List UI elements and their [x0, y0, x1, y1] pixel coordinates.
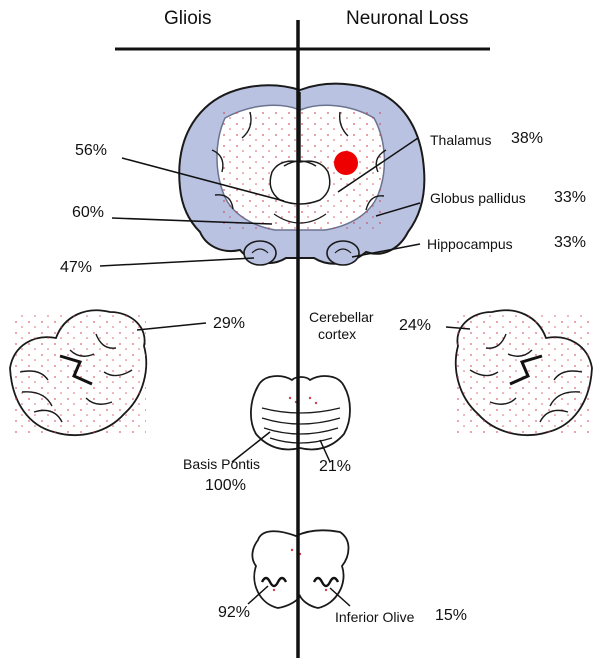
medulla-section: [251, 529, 350, 609]
cerebellar-label-line2: cortex: [318, 326, 357, 342]
neuronal-inferior-olive-value: 15%: [435, 607, 468, 624]
coronal-brain-section: [178, 82, 426, 266]
leader-lines: [99, 137, 471, 607]
gliosis-header: Gliois: [164, 8, 212, 29]
neuronal-thalamus-value: 38%: [511, 130, 544, 147]
pons-section: [250, 375, 351, 451]
neuronal-globus-pallidus-value: 33%: [554, 189, 587, 206]
gliosis-globus-pallidus-value: 60%: [72, 204, 105, 221]
cerebellar-label-line1: Cerebellar: [309, 309, 374, 325]
neuronal-loss-header: Neuronal Loss: [346, 8, 469, 29]
cerebellum-left: [9, 309, 148, 436]
globus-pallidus-label: Globus pallidus: [430, 190, 526, 206]
neuronal-hippocampus-value: 33%: [554, 234, 587, 251]
gliosis-inferior-olive-value: 92%: [218, 604, 251, 621]
thalamus-label: Thalamus: [430, 132, 492, 148]
basis-pontis-label: Basis Pontis: [183, 456, 261, 472]
gliosis-cerebellar-value: 29%: [213, 315, 246, 332]
inferior-olive-label: Inferior Olive: [335, 609, 415, 625]
hippocampus-label: Hippocampus: [427, 236, 513, 252]
gliosis-basis-pontis-value: 100%: [205, 477, 246, 494]
gliosis-thalamus-value: 56%: [75, 142, 108, 159]
thalamus-marker: [334, 151, 358, 175]
neuronal-cerebellar-value: 24%: [399, 317, 432, 334]
cerebellum-right: [454, 309, 593, 436]
gliosis-hippocampus-value: 47%: [60, 259, 93, 276]
neuronal-basis-pontis-value: 21%: [319, 458, 352, 475]
